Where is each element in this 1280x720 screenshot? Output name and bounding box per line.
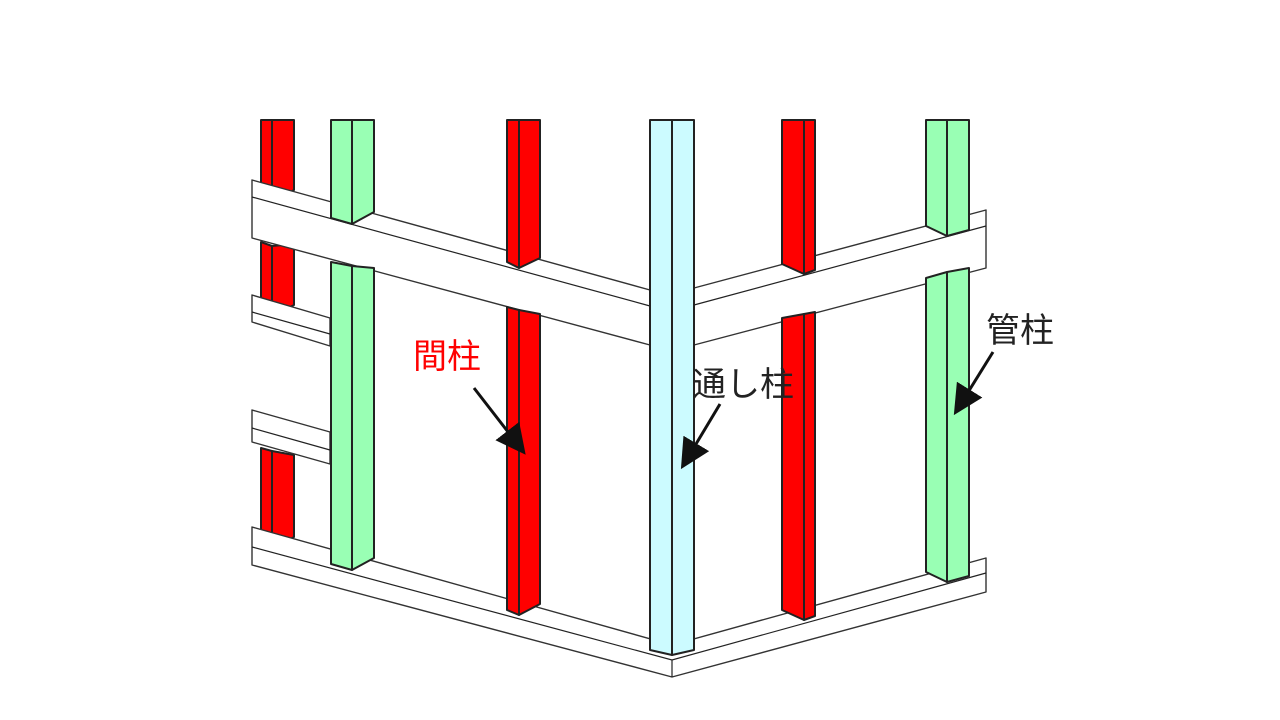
toshibashira-label: 通し柱 [692, 365, 794, 405]
red-post-right-lower [781, 311, 816, 621]
toshibashira-arrow [680, 403, 722, 470]
green-post-left-upper [330, 119, 375, 225]
mabashira-label: 間柱 [413, 337, 481, 377]
mabashira-arrow [472, 387, 526, 455]
red-post-right-upper [781, 119, 816, 275]
green-post-left-lower [330, 261, 375, 571]
corner-through-post [649, 119, 695, 656]
kudabashira-arrow [953, 351, 995, 416]
red-post-center-upper [506, 119, 541, 269]
green-post-right-upper [925, 119, 970, 237]
kudabashira-label: 管柱 [986, 311, 1054, 351]
red-post-center-lower [506, 306, 541, 616]
green-post-right-lower [925, 267, 970, 583]
